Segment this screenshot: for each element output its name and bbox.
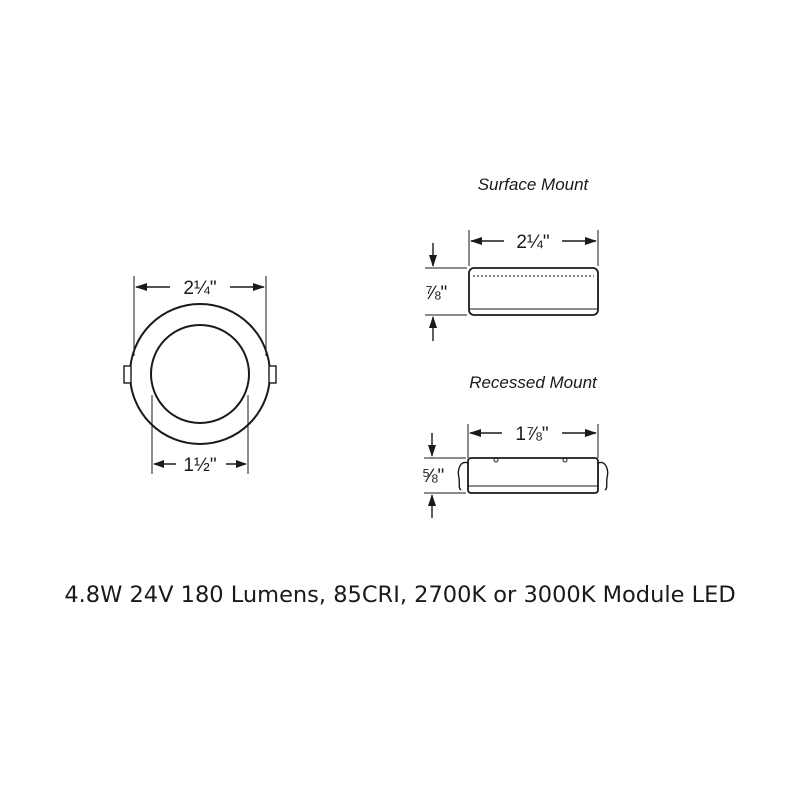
surface-mount-title: Surface Mount	[478, 175, 590, 194]
right-mounting-clip	[268, 365, 277, 384]
surface-width-dimension-line	[470, 237, 597, 245]
recessed-fixture-body	[467, 457, 599, 494]
front-view: 2¼" 1½"	[123, 276, 277, 476]
front-inner-dimension-line	[153, 460, 247, 468]
front-inner-width-label: 1½"	[183, 455, 216, 476]
front-outer-dimension-line	[135, 283, 265, 291]
recessed-height-label: ⅝"	[422, 466, 445, 487]
recessed-width-dimension-line	[469, 429, 597, 437]
recessed-height-dimension-line	[428, 433, 436, 518]
surface-fixture-body	[468, 267, 599, 316]
recessed-right-spring-clip	[597, 461, 609, 491]
product-spec-caption: 4.8W 24V 180 Lumens, 85CRI, 2700K or 300…	[64, 582, 736, 608]
surface-mount-view: Surface Mount 2¼" ⅞"	[425, 175, 599, 341]
surface-width-label: 2¼"	[516, 232, 549, 253]
recessed-left-spring-clip	[457, 461, 469, 491]
recessed-mount-view: Recessed Mount 1⅞" ⅝"	[422, 373, 609, 518]
fixture-lens	[150, 324, 250, 424]
recessed-mount-title: Recessed Mount	[469, 373, 598, 392]
recessed-width-label: 1⅞"	[515, 424, 548, 445]
left-mounting-clip	[123, 365, 132, 384]
front-outer-width-label: 2¼"	[183, 278, 216, 299]
surface-height-label: ⅞"	[425, 283, 448, 304]
surface-height-dimension-line	[429, 243, 437, 341]
